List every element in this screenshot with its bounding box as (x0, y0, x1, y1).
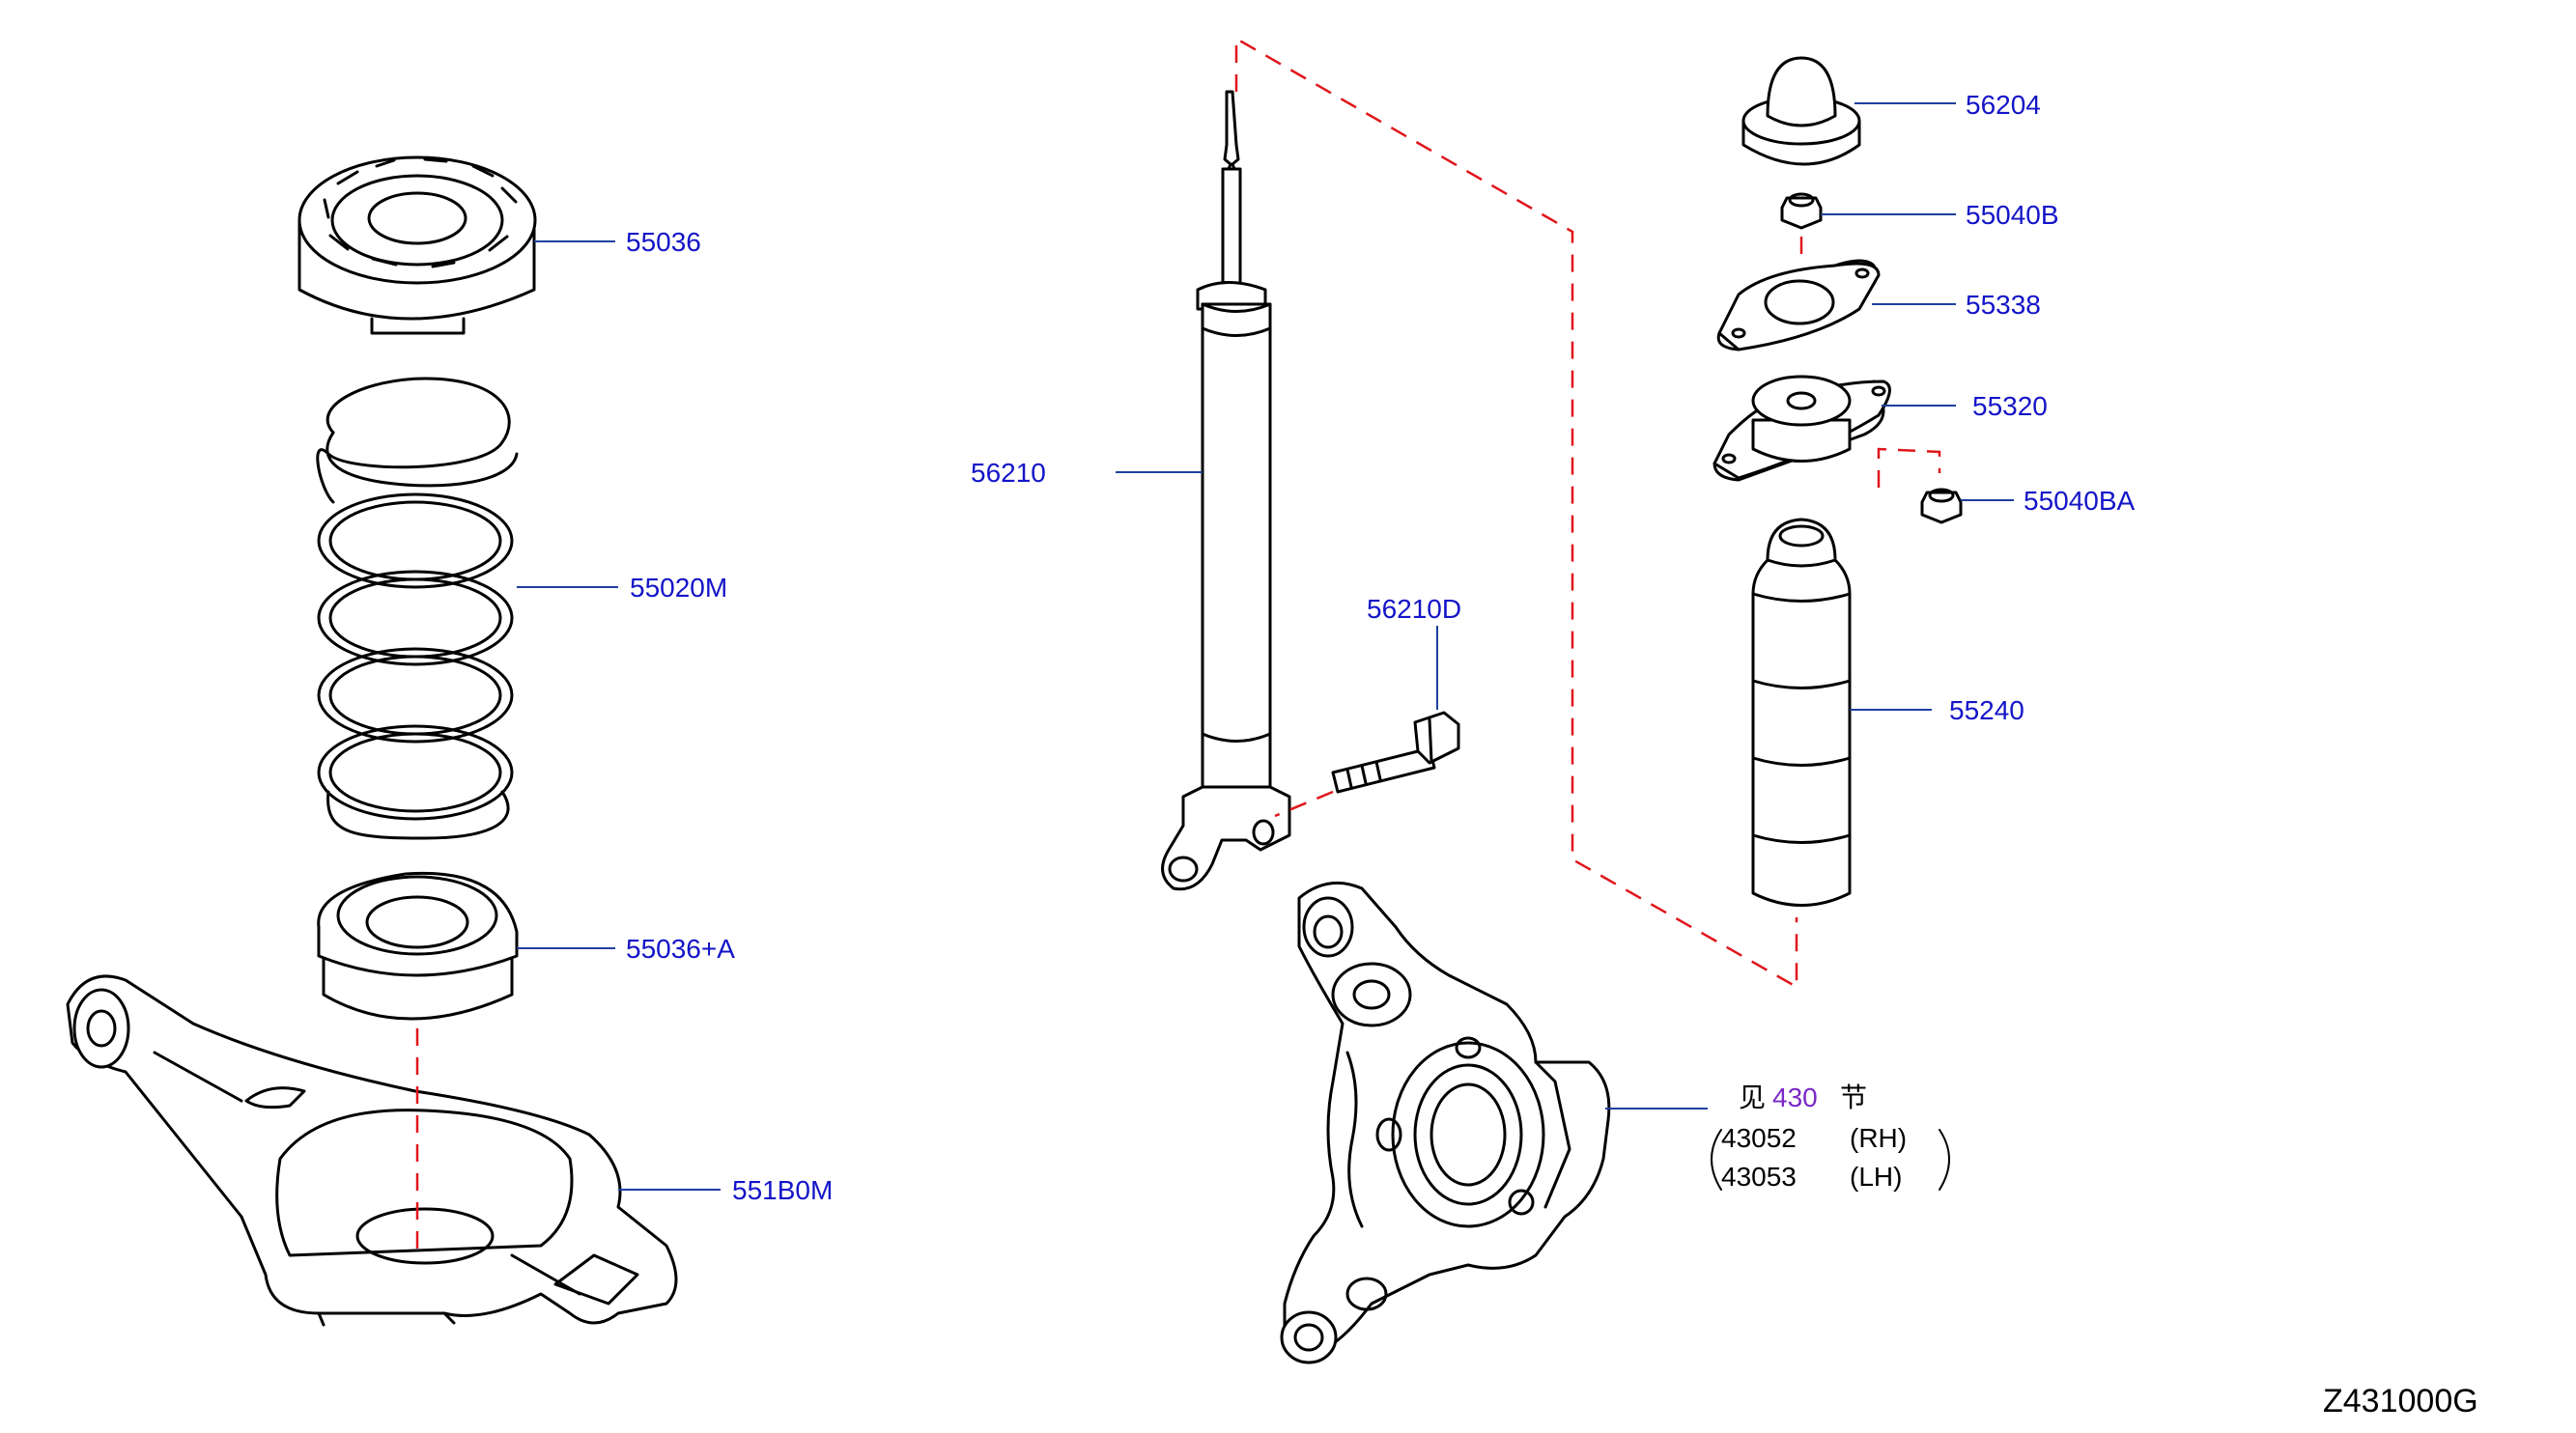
part-label-55036-a: 55036+A (626, 934, 735, 964)
part-label-55020m: 55020M (630, 573, 727, 603)
knuckle-lh-number: 43053 (1721, 1162, 1797, 1192)
knuckle-ref-see: 见 (1739, 1082, 1766, 1112)
spring-seat-lower-drawing (317, 871, 519, 1021)
knuckle-rh-side: (RH) (1850, 1123, 1907, 1153)
part-label-55036: 55036 (626, 227, 701, 257)
part-label-551b0m: 551B0M (732, 1175, 833, 1205)
knuckle-ref-section: 节 (1840, 1082, 1867, 1112)
lower-control-arm-drawing (66, 974, 678, 1327)
part-label-56210d: 56210D (1367, 594, 1461, 624)
mount-plate-drawing (1716, 259, 1881, 351)
leader-lines (517, 102, 2014, 1191)
part-label-55040ba: 55040BA (2024, 486, 2136, 516)
part-label-56210: 56210 (971, 458, 1046, 488)
part-label-56204: 56204 (1966, 90, 2041, 120)
strut-mount-drawing (1713, 375, 1891, 482)
knuckle-lh-side: (LH) (1850, 1162, 1902, 1192)
spring-seat-upper-drawing (297, 155, 537, 335)
part-label-55240: 55240 (1949, 695, 2024, 725)
part-label-55320: 55320 (1972, 391, 2048, 421)
knuckle-reference: 见 430 节 43052 (RH) 43053 (LH) (1711, 1082, 1950, 1192)
bump-cap-drawing (1741, 56, 1861, 166)
knuckle-ref-section-link[interactable]: 430 (1772, 1082, 1818, 1112)
assembly-line-nut-lower (1877, 447, 1941, 488)
knuckle-rh-number: 43052 (1721, 1123, 1797, 1153)
assembly-line-shock-mount (1234, 36, 1798, 990)
shock-absorber-drawing (1161, 90, 1291, 891)
nut-upper-drawing (1780, 192, 1823, 230)
dust-boot-drawing (1751, 518, 1852, 907)
part-label-55338: 55338 (1966, 290, 2041, 320)
part-label-55040b: 55040B (1966, 200, 2059, 230)
mounting-bolt-drawing (1331, 711, 1460, 794)
coil-spring-drawing (316, 377, 519, 840)
assembly-line-bolt (1274, 790, 1334, 818)
nut-lower-drawing (1920, 488, 1963, 524)
steering-knuckle-drawing (1280, 881, 1611, 1364)
diagram-code: Z431000G (2323, 1383, 2478, 1419)
